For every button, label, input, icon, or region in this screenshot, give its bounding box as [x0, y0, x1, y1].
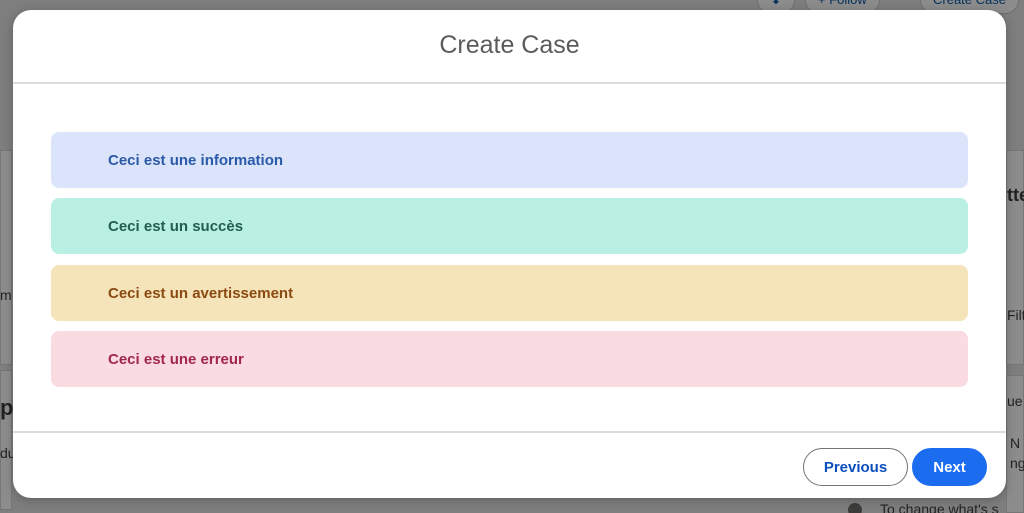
- modal-footer: Previous Next: [13, 431, 1006, 498]
- previous-button[interactable]: Previous: [803, 448, 908, 486]
- next-button[interactable]: Next: [912, 448, 987, 486]
- error-alert: Ceci est une erreur: [51, 331, 968, 387]
- warning-alert-text: Ceci est un avertissement: [108, 285, 293, 302]
- modal-header: Create Case: [13, 10, 1006, 84]
- success-alert: Ceci est un succès: [51, 198, 968, 254]
- info-alert: Ceci est une information: [51, 132, 968, 188]
- modal-title: Create Case: [439, 31, 579, 60]
- info-alert-text: Ceci est une information: [108, 152, 283, 169]
- create-case-modal: Create Case Ceci est une information Cec…: [13, 10, 1006, 498]
- error-alert-text: Ceci est une erreur: [108, 351, 244, 368]
- warning-alert: Ceci est un avertissement: [51, 265, 968, 321]
- success-alert-text: Ceci est un succès: [108, 218, 243, 235]
- modal-body: Ceci est une information Ceci est un suc…: [13, 86, 1006, 431]
